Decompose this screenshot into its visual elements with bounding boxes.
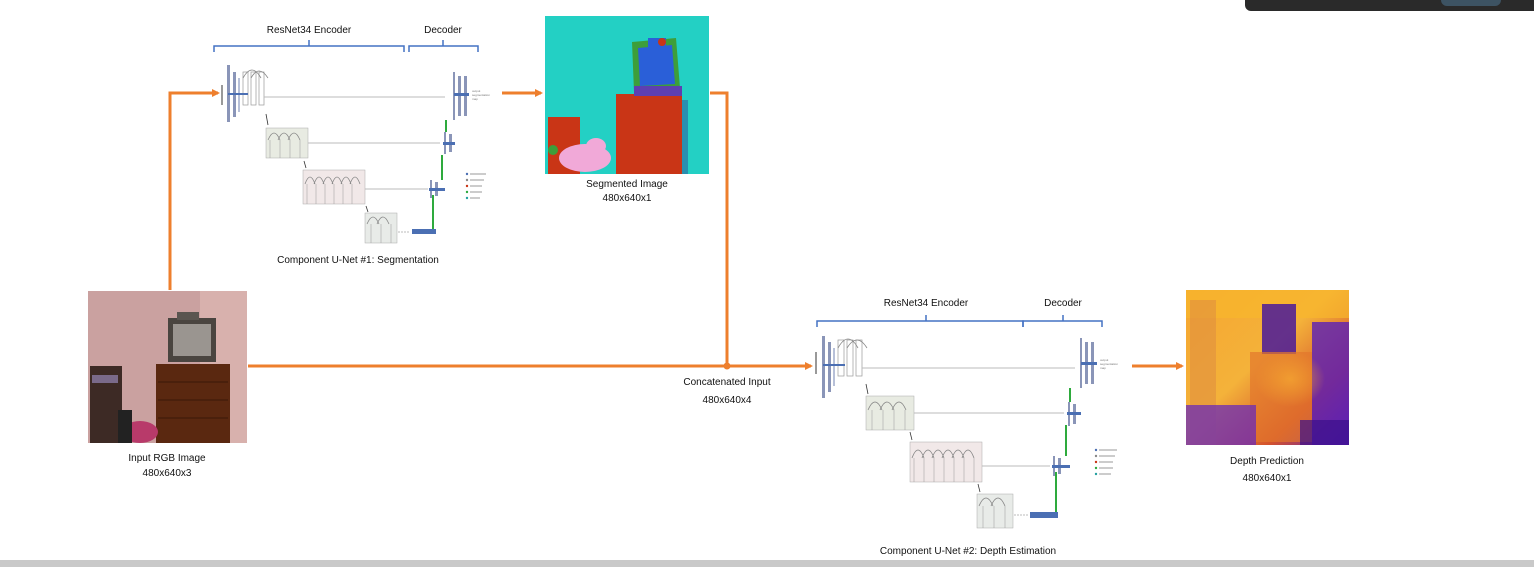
bottom-scrollbar-track[interactable] xyxy=(0,560,1534,567)
unet1-encoder-bracket xyxy=(213,40,405,52)
input-clutter xyxy=(92,375,118,383)
seg-stand xyxy=(634,86,682,96)
seg-wall-cabinet xyxy=(682,100,688,174)
concat-junction-dot xyxy=(723,362,731,370)
unet1-diagram: ResNet34 Encoder Decoder output segmenta… xyxy=(213,25,490,266)
depth-bottom-dark xyxy=(1186,405,1256,445)
seg-sofa-top xyxy=(586,138,606,154)
unet2-pool-arrow-1 xyxy=(865,383,869,395)
input-tv-top xyxy=(177,312,199,320)
unet1-encoder-label: ResNet34 Encoder xyxy=(267,25,352,36)
arrow-segmented-to-concat xyxy=(710,91,729,366)
svg-text:output: output xyxy=(1100,358,1109,362)
seg-red-dot xyxy=(658,38,666,46)
unet1-level1-decoder: output segmentation map xyxy=(453,72,490,120)
svg-text:segmentation: segmentation xyxy=(472,93,490,97)
unet2-level2-decoder xyxy=(1067,402,1081,426)
unet2-caption: Component U-Net #2: Depth Estimation xyxy=(880,546,1056,557)
seg-monitor xyxy=(638,45,675,86)
unet1-legend xyxy=(465,172,486,200)
arrow-input-to-unet1 xyxy=(168,89,220,290)
input-chair xyxy=(118,410,132,443)
unet2-decoder-label: Decoder xyxy=(1044,298,1082,309)
input-dresser xyxy=(156,364,230,443)
unet2-level1-decoder: output segmentation map xyxy=(1080,338,1118,388)
unet1-pool-arrow-3 xyxy=(365,205,369,213)
depth-glow xyxy=(1230,335,1330,415)
unet1-level1-encoder xyxy=(221,65,269,122)
svg-text:map: map xyxy=(1100,366,1106,370)
depth-label: Depth Prediction xyxy=(1230,456,1304,467)
segmented-image xyxy=(545,16,709,174)
unet1-pool-arrow-2 xyxy=(303,160,307,169)
unet1-level3-encoder xyxy=(302,169,366,205)
seg-green-blob xyxy=(548,145,558,155)
unet1-caption: Component U-Net #1: Segmentation xyxy=(277,255,439,266)
unet2-level1-encoder xyxy=(815,336,868,398)
unet2-legend xyxy=(1094,448,1117,476)
unet1-decoder-label: Decoder xyxy=(424,25,462,36)
input-dims: 480x640x3 xyxy=(143,468,192,479)
seg-dresser xyxy=(616,94,682,174)
unet2-encoder-label: ResNet34 Encoder xyxy=(884,298,969,309)
unet1-level2-decoder xyxy=(443,132,455,154)
svg-text:segmentation: segmentation xyxy=(1100,362,1118,366)
input-rgb-image xyxy=(88,291,247,443)
depth-dims: 480x640x1 xyxy=(1243,473,1292,484)
unet1-level2-encoder xyxy=(265,127,309,159)
unet2-encoder-bracket xyxy=(816,315,1024,327)
depth-bottom-right xyxy=(1300,420,1349,445)
input-label: Input RGB Image xyxy=(128,453,206,464)
unet2-diagram: ResNet34 Encoder Decoder output segmenta… xyxy=(815,298,1118,557)
flow-arrows xyxy=(168,89,1184,370)
svg-text:output: output xyxy=(472,89,481,93)
unet1-pool-arrow-1 xyxy=(265,113,269,126)
concat-label: Concatenated Input xyxy=(683,377,771,388)
unet2-level2-encoder xyxy=(865,395,915,431)
input-tv-screen xyxy=(173,324,211,356)
segmented-label: Segmented Image xyxy=(586,179,668,190)
top-dark-bar xyxy=(1245,0,1534,11)
top-dark-button[interactable] xyxy=(1441,0,1501,6)
concat-dims: 480x640x4 xyxy=(703,395,752,406)
unet2-decoder-bracket xyxy=(1022,315,1103,327)
svg-text:map: map xyxy=(472,97,478,101)
unet2-level4-bottleneck xyxy=(976,493,1058,529)
depth-prediction-image xyxy=(1186,290,1349,445)
unet1-level3-decoder xyxy=(429,180,445,198)
unet2-pool-arrow-3 xyxy=(977,483,981,493)
seg-monitor-top xyxy=(648,38,666,48)
unet2-pool-arrow-2 xyxy=(909,431,913,441)
unet1-decoder-bracket xyxy=(408,40,479,52)
segmented-dims: 480x640x1 xyxy=(603,193,652,204)
unet2-level3-encoder xyxy=(909,441,983,483)
unet2-level3-decoder xyxy=(1052,456,1070,476)
unet1-level4-bottleneck xyxy=(364,212,436,244)
